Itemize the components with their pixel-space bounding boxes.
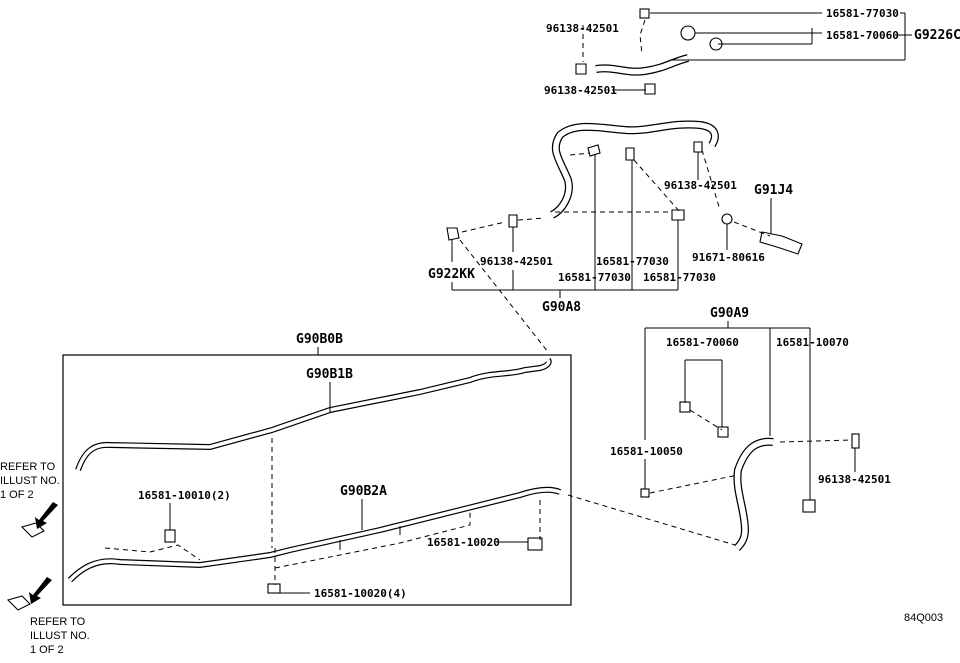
part-label: 16581-10020 (427, 536, 500, 549)
part-label: 16581-70060 (826, 29, 899, 42)
clip-icon (640, 488, 650, 498)
figure-code: 84Q003 (904, 612, 943, 624)
part-label: 96138-42501 (664, 179, 737, 192)
part-label: 16581-10070 (776, 336, 849, 349)
part-label: 96138-42501 (546, 22, 619, 35)
clip-icon (639, 8, 650, 19)
group-label: G9226C (914, 28, 960, 43)
clamp-icon (644, 83, 656, 95)
clip-icon (164, 529, 176, 543)
part-label: 16581-77030 (826, 7, 899, 20)
part-label: 16581-70060 (666, 336, 739, 349)
clamp-icon (508, 214, 518, 228)
group-label: G90B0B (296, 332, 343, 347)
note-line: 1 OF 2 (30, 644, 64, 656)
part-label: 16581-10010(2) (138, 489, 231, 502)
a9-labels: G90A9 16581-70060 16581-10070 16581-1005… (610, 306, 891, 500)
group-label: G922KK (428, 267, 475, 282)
part-label: 96138-42501 (544, 84, 617, 97)
part-label: 16581-77030 (558, 271, 631, 284)
group-label: G90B2A (340, 484, 387, 499)
clip-icon (671, 209, 685, 221)
arrow-icon (29, 577, 52, 604)
part-label: 16581-10050 (610, 445, 683, 458)
part-label: 96138-42501 (818, 473, 891, 486)
note-line: ILLUST NO. (0, 475, 60, 487)
part-label: 16581-10020(4) (314, 587, 407, 600)
note-line: REFER TO (0, 461, 56, 473)
clip-icon (587, 144, 601, 157)
bracket-icon (759, 231, 803, 255)
lower-labels: G90B1B G90B2A 16581-10010(2) 16581-10020… (138, 367, 528, 600)
clip-icon (625, 147, 635, 161)
top-hose-assembly (575, 8, 723, 95)
clamp-icon (575, 63, 587, 75)
clamp-icon (693, 141, 703, 153)
bolt-icon (721, 213, 733, 225)
clamp-icon (267, 583, 281, 594)
clip-icon (717, 426, 729, 438)
a9-assembly (640, 401, 860, 551)
clamp-icon (851, 433, 860, 449)
part-label: 91671-80616 (692, 251, 765, 264)
group-label: G90A8 (542, 300, 581, 315)
note-line: ILLUST NO. (30, 630, 90, 642)
mid-labels: 96138-42501 G91J4 91671-80616 96138-4250… (428, 152, 793, 353)
group-label: G90A9 (710, 306, 749, 321)
mid-hose-assembly (446, 120, 803, 255)
clip-icon (802, 499, 816, 513)
top-labels: 96138-42501 96138-42501 16581-77030 1658… (544, 7, 960, 97)
clamp-icon (527, 537, 543, 551)
arrow-icon (35, 502, 58, 529)
note-line: REFER TO (30, 616, 86, 628)
refer-note-upper: REFER TO ILLUST NO. 1 OF 2 (0, 461, 60, 538)
part-label: 16581-77030 (643, 271, 716, 284)
refer-note-lower: REFER TO ILLUST NO. 1 OF 2 (6, 577, 90, 656)
clip-icon (446, 227, 460, 241)
clip-icon (680, 25, 696, 41)
note-line: 1 OF 2 (0, 489, 34, 501)
group-label: G91J4 (754, 183, 793, 198)
g90b0b-frame (62, 354, 572, 606)
connector-icon (6, 595, 31, 611)
clip-icon (679, 401, 691, 413)
part-label: 96138-42501 (480, 255, 553, 268)
lower-pipes (67, 357, 736, 594)
group-label: G90B1B (306, 367, 353, 382)
